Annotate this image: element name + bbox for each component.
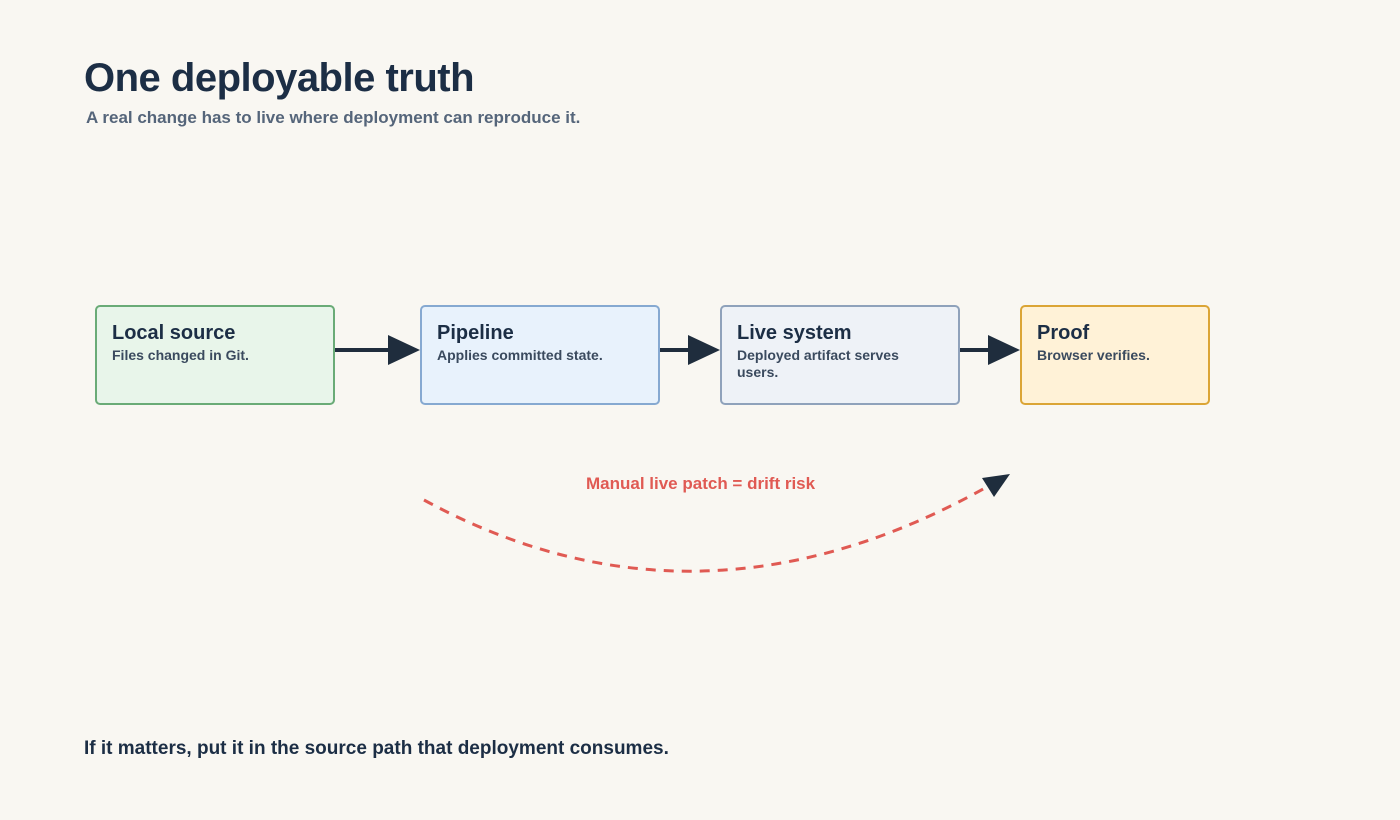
node-local-source: Local source Files changed in Git.: [95, 305, 335, 405]
node-description: Applies committed state.: [437, 347, 603, 363]
node-pipeline: Pipeline Applies committed state.: [420, 305, 660, 405]
node-live-system: Live system Deployed artifact serves use…: [720, 305, 960, 405]
node-title: Local source: [112, 322, 236, 344]
drift-risk-label: Manual live patch = drift risk: [586, 474, 816, 493]
node-description: Deployed artifact serves users.: [737, 347, 899, 380]
flow-arrow-local-to-pipeline: [335, 335, 420, 365]
flow-arrow-pipeline-to-live: [660, 335, 720, 365]
drift-arrow: [423, 474, 1010, 573]
page-title: One deployable truth: [84, 56, 475, 100]
node-title: Proof: [1037, 322, 1090, 344]
node-title: Pipeline: [437, 322, 514, 344]
node-title: Live system: [737, 322, 852, 344]
node-description: Files changed in Git.: [112, 347, 249, 363]
page-subtitle: A real change has to live where deployme…: [86, 108, 581, 127]
node-description: Browser verifies.: [1037, 347, 1150, 363]
footer-note: If it matters, put it in the source path…: [84, 738, 669, 759]
flow-arrow-live-to-proof: [960, 335, 1020, 365]
node-proof: Proof Browser verifies.: [1020, 305, 1210, 405]
